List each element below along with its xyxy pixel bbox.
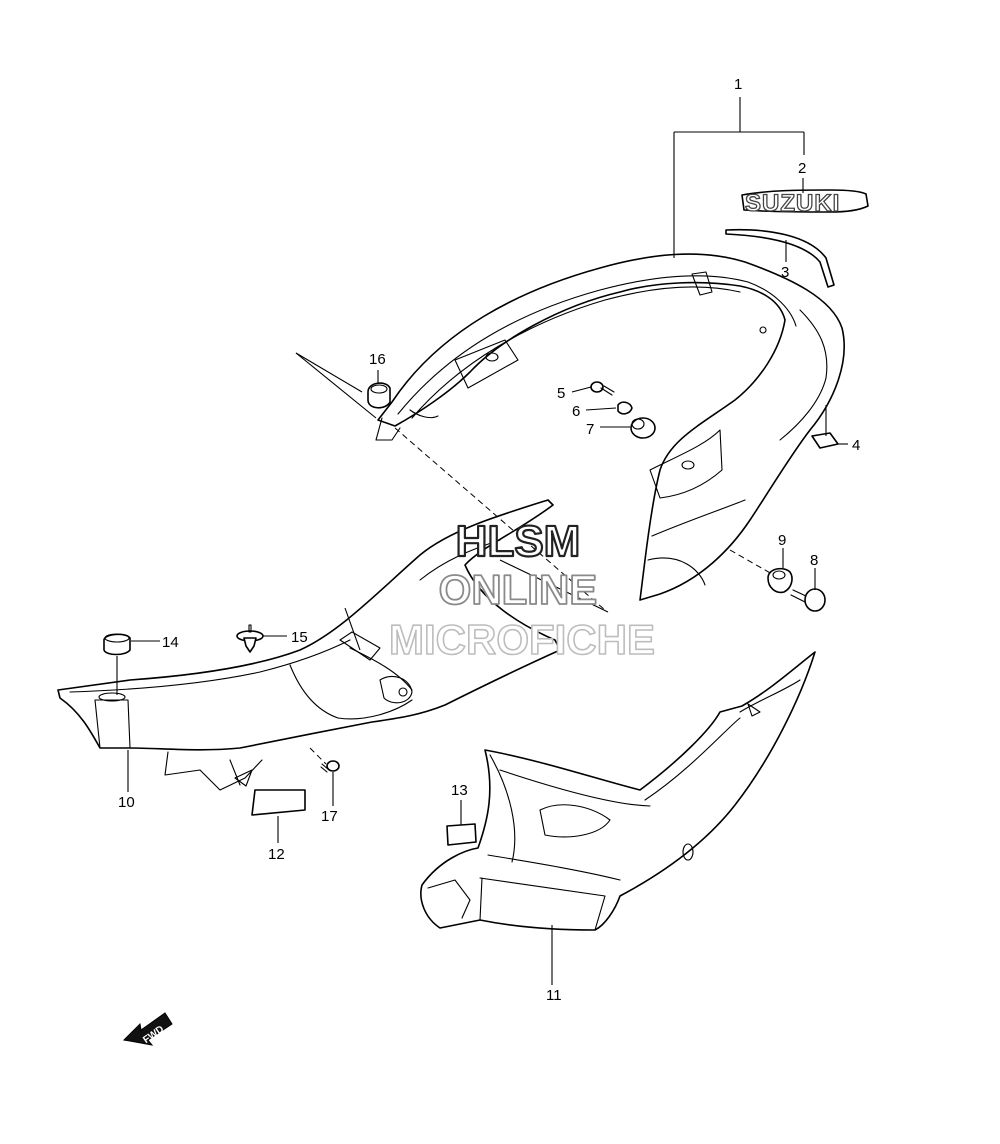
cushion-part-9 (767, 567, 793, 594)
frame-cover-part-10 (57, 499, 561, 791)
bolt-part-8 (790, 588, 826, 612)
watermark-line-2: ONLINE (439, 566, 598, 613)
callout-16: 16 (369, 351, 386, 368)
cushion-part-7 (630, 417, 656, 439)
screw-part-17 (320, 760, 340, 773)
trim-strip-part-3 (725, 228, 835, 288)
emblem-text: SUZUKI (745, 190, 840, 217)
watermark-line-3: MICROFICHE (389, 616, 655, 663)
callout-12: 12 (268, 846, 285, 863)
callout-6: 6 (572, 403, 580, 420)
leader-lines (116, 97, 848, 985)
callout-14: 14 (162, 634, 179, 651)
callout-10: 10 (118, 794, 135, 811)
callout-2: 2 (798, 160, 806, 177)
watermark: HLSM ONLINE MICROFICHE (388, 516, 656, 664)
callout-15: 15 (291, 629, 308, 646)
suzuki-emblem-part-2: SUZUKI (741, 189, 869, 218)
callout-13: 13 (451, 782, 468, 799)
callout-17: 17 (321, 808, 338, 825)
callout-9: 9 (778, 532, 786, 549)
nut-clip-part-4 (811, 432, 839, 449)
cushion-part-16 (367, 382, 391, 409)
pad-part-13 (446, 823, 477, 846)
spacer-part-6 (617, 401, 633, 415)
seat-tail-cover-part-1 (375, 253, 845, 601)
screw-part-5 (590, 381, 615, 396)
forward-direction-arrow: FWD (122, 1012, 173, 1046)
callout-numbers: 1 2 3 4 5 6 7 8 9 10 11 12 13 14 15 16 1… (118, 76, 860, 1004)
callout-4: 4 (852, 437, 860, 454)
callout-5: 5 (557, 385, 565, 402)
frame-cover-part-11 (420, 651, 816, 931)
rivet-part-15 (236, 624, 264, 653)
callout-8: 8 (810, 552, 818, 569)
callout-1: 1 (734, 76, 742, 93)
callout-3: 3 (781, 264, 789, 281)
callout-7: 7 (586, 421, 594, 438)
grommet-part-14 (103, 633, 131, 656)
pad-part-12 (251, 789, 306, 816)
callout-11: 11 (546, 987, 562, 1004)
watermark-line-1: HLSM (456, 517, 581, 566)
